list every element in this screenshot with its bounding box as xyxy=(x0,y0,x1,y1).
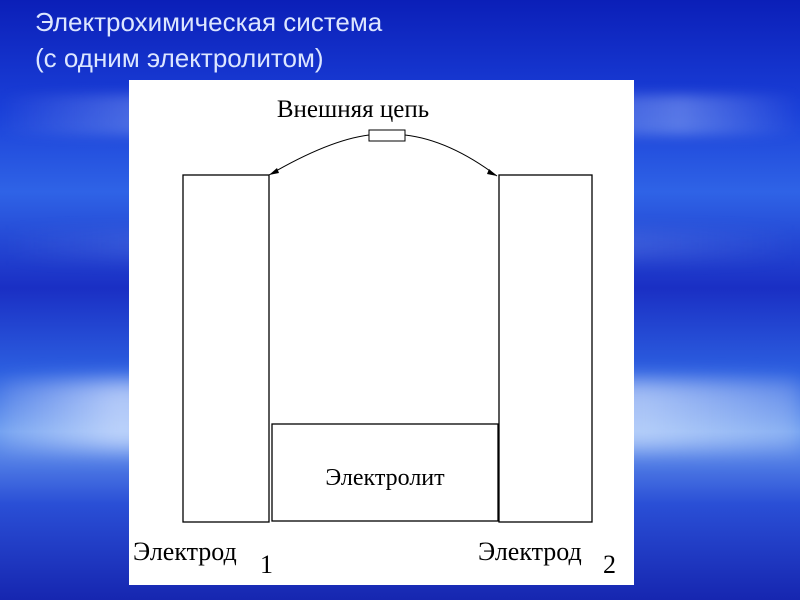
electrode-1-label: Электрод xyxy=(133,537,237,566)
electrode-2-index: 2 xyxy=(603,550,616,579)
external-circuit-label: Внешняя цепь xyxy=(277,96,429,123)
arrowhead-right xyxy=(487,169,497,176)
slide-title-line-1: Электрохимическая система xyxy=(35,7,383,37)
arrowhead-left xyxy=(269,168,279,175)
electrode-1-index: 1 xyxy=(260,550,273,579)
electrode-1 xyxy=(182,174,270,523)
electrode-2-label: Электрод xyxy=(478,537,582,566)
electrode-2 xyxy=(498,174,593,523)
electrolyte-box xyxy=(271,423,499,522)
wire-left xyxy=(268,134,370,176)
wire-right xyxy=(404,134,498,177)
diagram-panel: Внешняя цепь Электролит Электрод 1 Элект… xyxy=(129,80,634,585)
electrolyte-label: Электролит xyxy=(325,465,445,491)
slide-title-line-2: (с одним электролитом) xyxy=(35,43,324,73)
resistor xyxy=(368,129,406,142)
slide-title: Электрохимическая система (с одним элект… xyxy=(35,4,382,76)
electrochemical-system-diagram: Внешняя цепь Электролит Электрод 1 Элект… xyxy=(133,96,616,579)
